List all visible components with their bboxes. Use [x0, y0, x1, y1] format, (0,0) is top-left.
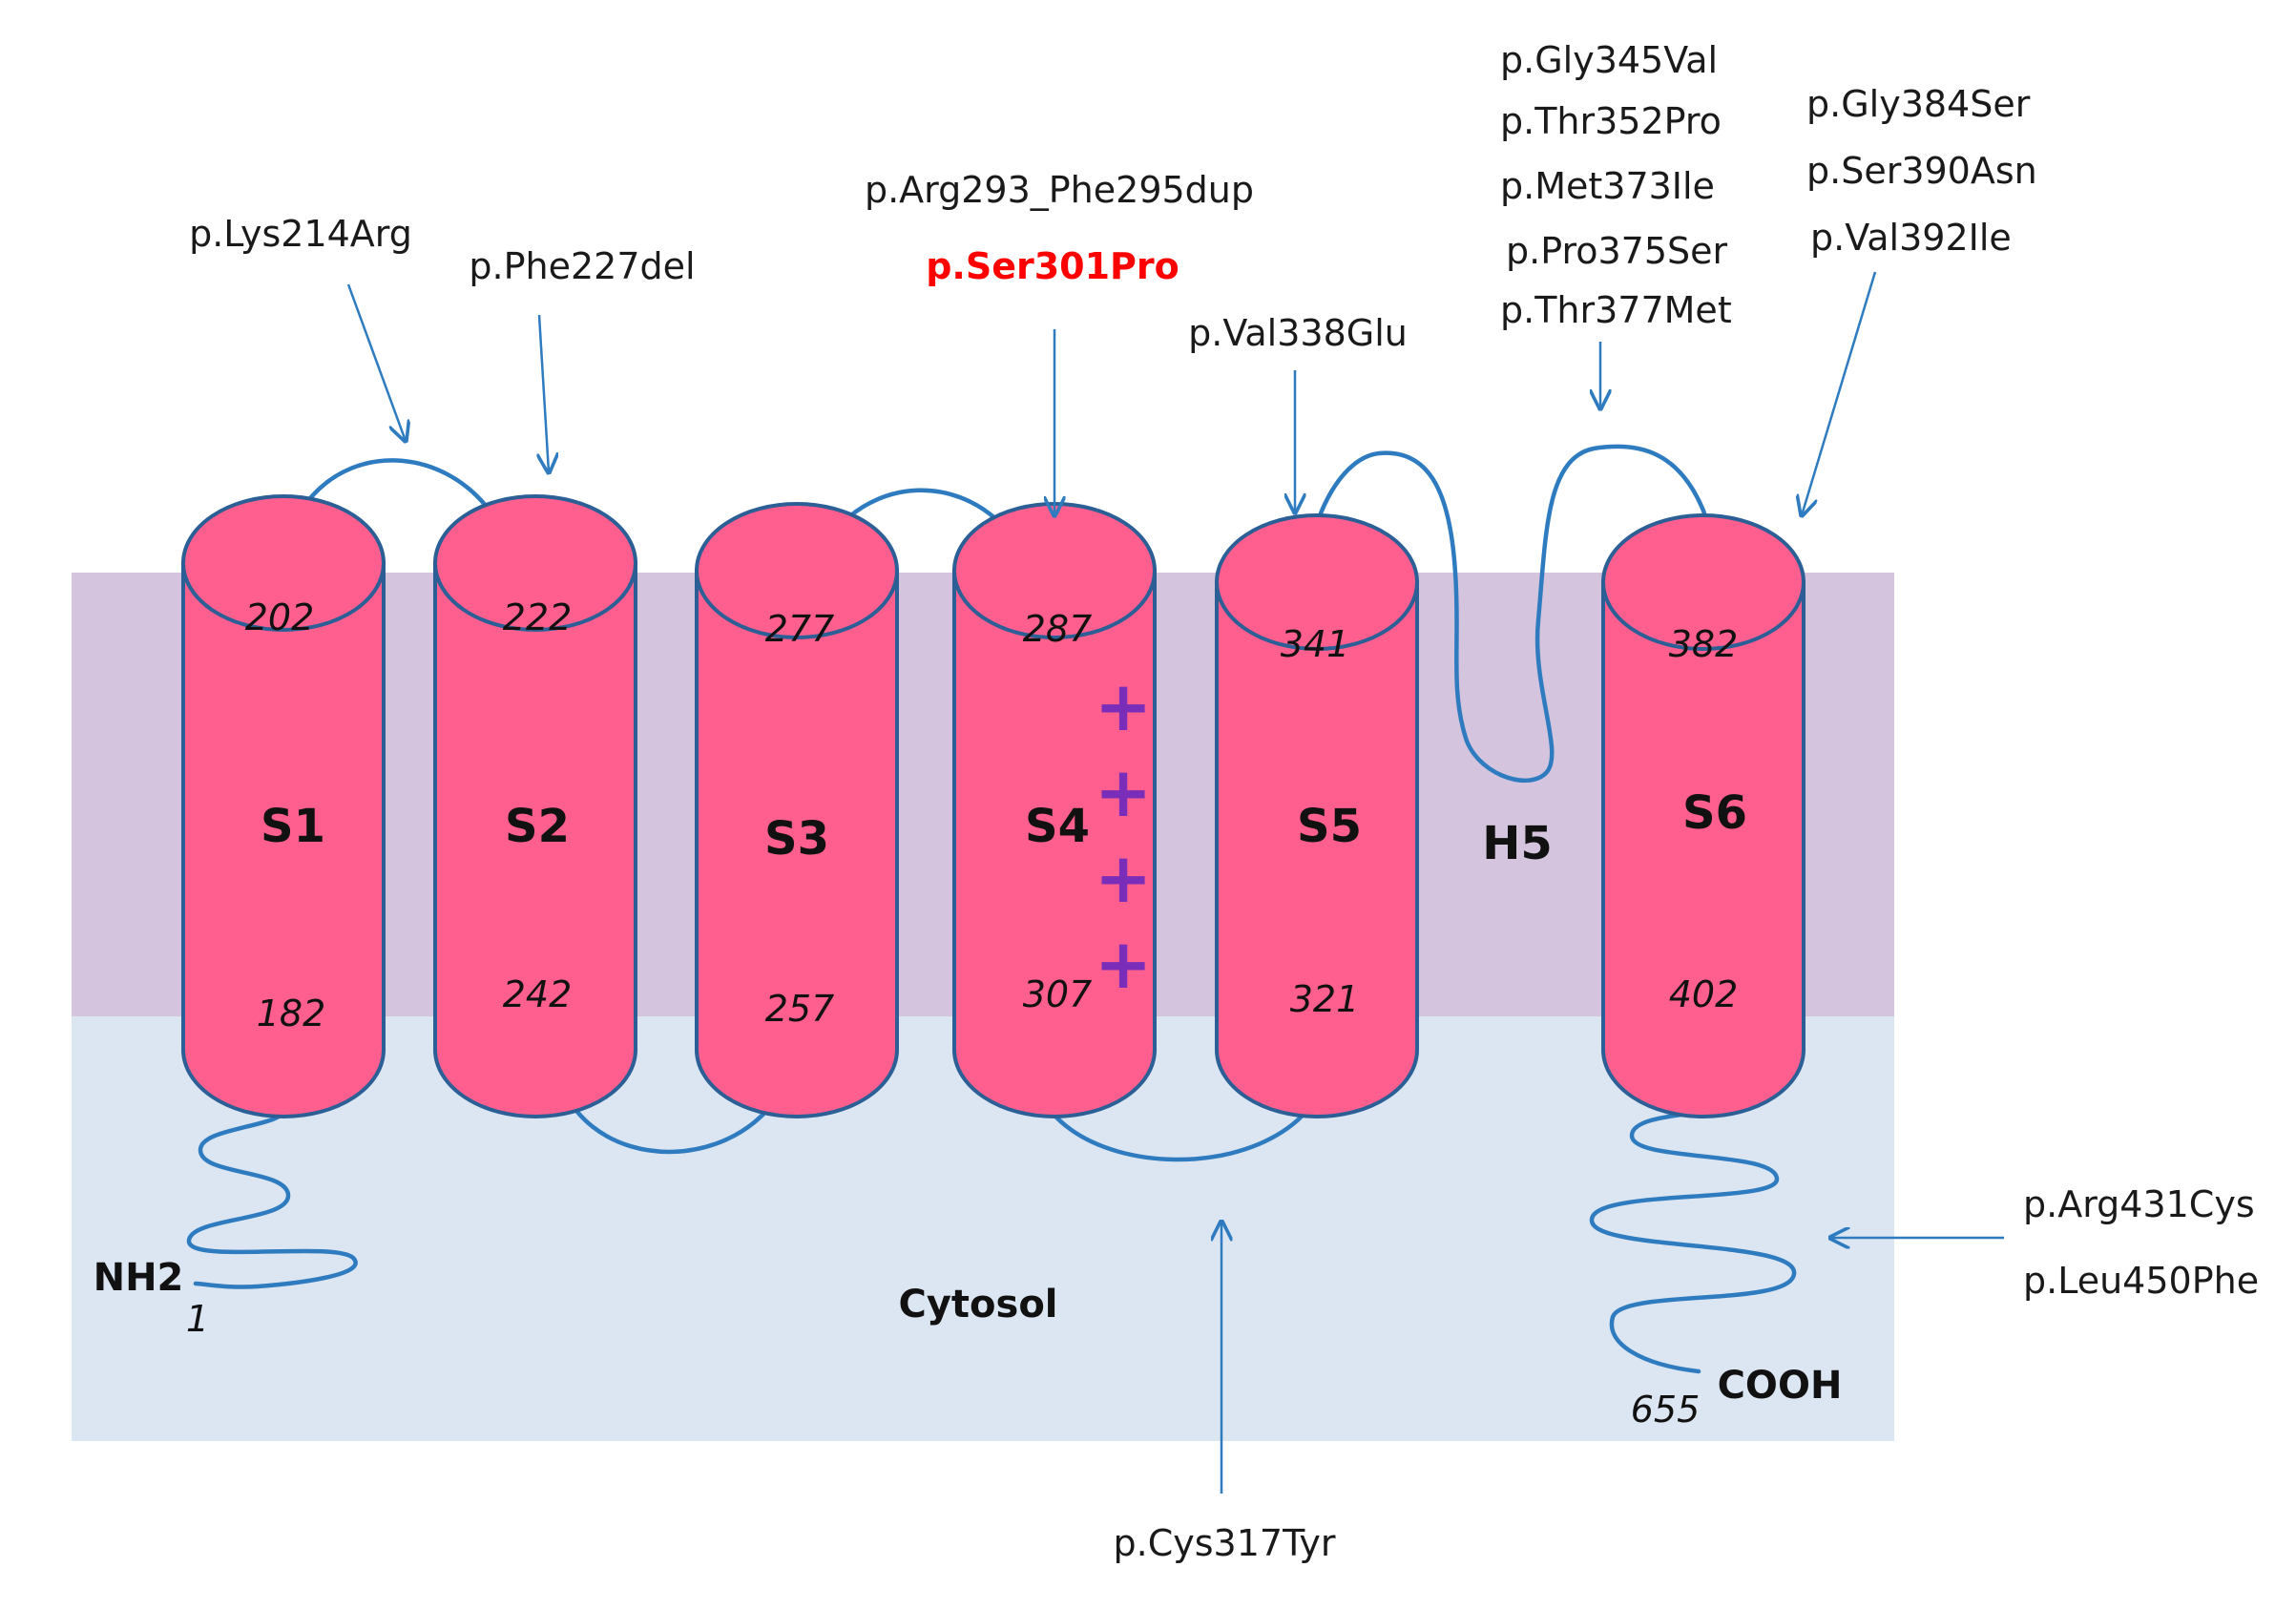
segment-s4 — [952, 502, 1157, 1118]
segment-s5-label: S5 — [1297, 800, 1362, 853]
arrow-lys214arg — [346, 283, 406, 441]
mutation-thr352pro: p.Thr352Pro — [1500, 100, 1722, 142]
segment-s1 — [181, 494, 386, 1118]
segment-s3-end-residue: 257 — [765, 988, 835, 1030]
segment-s1-label: S1 — [261, 800, 325, 853]
segment-s3-body — [695, 569, 899, 1118]
segment-s5-end-residue: 321 — [1290, 978, 1360, 1020]
arrow-s6-group — [1802, 271, 1877, 515]
segment-s3-label: S3 — [764, 812, 829, 866]
segment-s1-start-residue: 202 — [245, 596, 315, 638]
segment-s4-start-residue: 287 — [1023, 608, 1093, 650]
segment-s6 — [1601, 513, 1805, 1118]
segment-s1-cap — [181, 494, 386, 632]
n-terminus-label: NH2 — [94, 1256, 184, 1300]
mutation-met373ile: p.Met373Ile — [1500, 165, 1715, 207]
mutation-arrows — [346, 271, 2004, 1494]
h5-label: H5 — [1482, 817, 1553, 870]
segment-s3-cap — [695, 502, 899, 639]
mutation-leu450phe: p.Leu450Phe — [2023, 1260, 2259, 1302]
arrow-phe227del — [539, 314, 549, 472]
segment-s2-start-residue: 222 — [503, 596, 573, 638]
c-terminus-label: COOH — [1718, 1364, 1843, 1408]
loop-s5-h5-s6 — [1302, 444, 1715, 784]
s4-positive-charges: ++++ — [1095, 666, 1152, 1004]
mutation-pro375ser: p.Pro375Ser — [1506, 230, 1728, 272]
transmembrane-segments — [181, 494, 1805, 1118]
mutation-lys214arg: p.Lys214Arg — [189, 213, 412, 255]
segment-s3 — [695, 502, 899, 1118]
segment-s4-body — [952, 569, 1157, 1118]
mutation-gly345val: p.Gly345Val — [1500, 39, 1718, 81]
segment-s5-start-residue: 341 — [1281, 623, 1350, 665]
mutation-ser390asn: p.Ser390Asn — [1806, 150, 2037, 192]
segment-s4-end-residue: 307 — [1023, 973, 1093, 1015]
s4-charge-2: + — [1095, 752, 1152, 832]
segment-s6-end-residue: 402 — [1669, 973, 1739, 1015]
segment-s6-start-residue: 382 — [1669, 623, 1739, 665]
n-terminus-number: 1 — [186, 1298, 209, 1340]
mutation-ser301pro: p.Ser301Pro — [926, 245, 1179, 287]
segment-s1-body — [181, 561, 386, 1118]
mutation-labels: p.Lys214Arg p.Phe227del p.Arg293_Phe295d… — [189, 39, 2259, 1564]
s4-charge-1: + — [1095, 666, 1152, 746]
mutation-val338glu: p.Val338Glu — [1188, 312, 1408, 354]
segment-s5 — [1215, 513, 1419, 1118]
cytosol-label: Cytosol — [898, 1283, 1057, 1327]
mutation-thr377met: p.Thr377Met — [1500, 289, 1732, 331]
c-terminus-number: 655 — [1631, 1389, 1701, 1431]
segment-s2-cap — [433, 494, 637, 632]
segment-s2 — [433, 494, 637, 1118]
mutation-val392ile: p.Val392Ile — [1810, 217, 2012, 259]
mutation-cys317tyr: p.Cys317Tyr — [1114, 1522, 1336, 1564]
segment-s6-cap — [1601, 513, 1805, 651]
segment-s1-end-residue: 182 — [257, 993, 326, 1034]
segment-s6-label: S6 — [1682, 786, 1747, 840]
segment-s4-label: S4 — [1025, 800, 1090, 853]
s4-charge-4: + — [1095, 924, 1152, 1004]
segment-s2-end-residue: 242 — [503, 973, 573, 1015]
segment-s5-cap — [1215, 513, 1419, 651]
segment-s3-start-residue: 277 — [765, 608, 835, 650]
s4-charge-3: + — [1095, 838, 1152, 918]
segment-labels: 202 182 S1 222 242 S2 277 257 S3 287 307 S4 341 321 S5… — [245, 596, 1747, 1034]
segment-s2-body — [433, 561, 637, 1118]
mutation-arg293-phe295dup: p.Arg293_Phe295dup — [865, 169, 1254, 211]
mutation-gly384ser: p.Gly384Ser — [1806, 83, 2031, 125]
segment-s2-label: S2 — [505, 800, 570, 853]
mutation-phe227del: p.Phe227del — [469, 245, 695, 287]
mutation-arg431cys: p.Arg431Cys — [2023, 1183, 2255, 1225]
segment-s6-body — [1601, 580, 1805, 1118]
segment-s5-body — [1215, 580, 1419, 1118]
